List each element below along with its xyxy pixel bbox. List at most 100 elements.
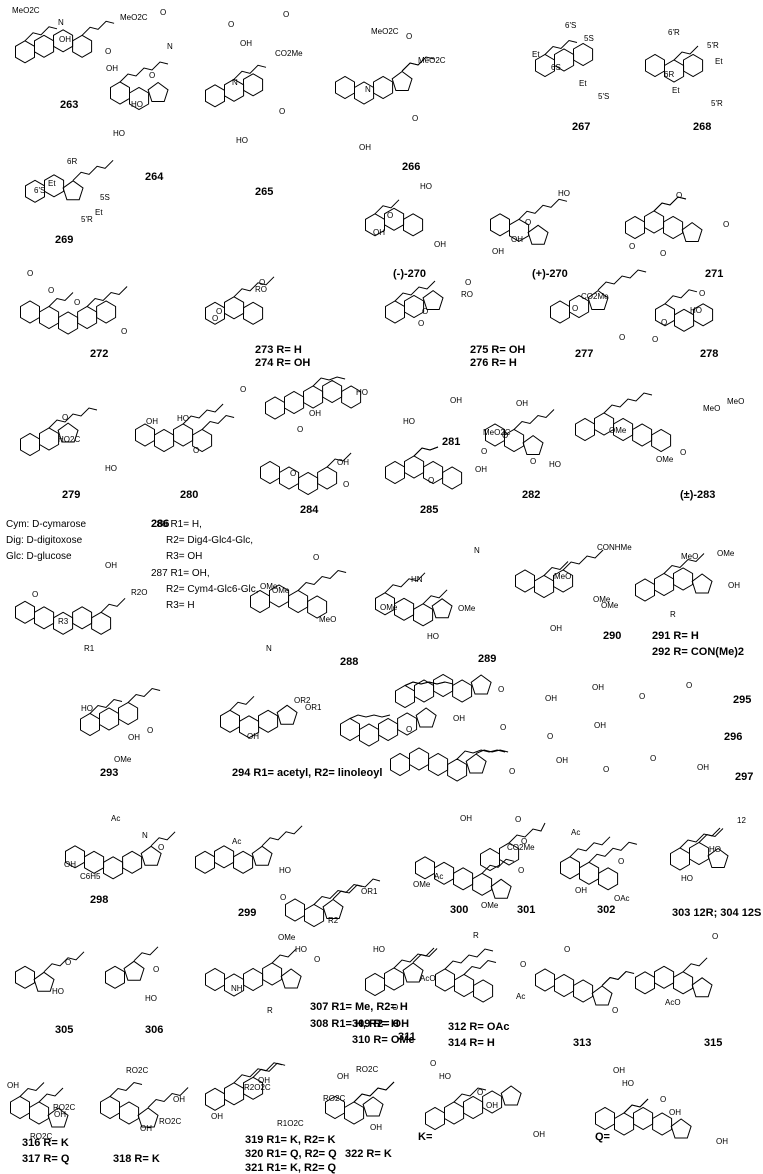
ring-c267-2: [573, 42, 594, 67]
compound-label: 277: [575, 348, 593, 360]
atom-label: 6'S: [34, 186, 45, 195]
atom-label: O: [74, 298, 80, 307]
atom-label: OMe: [260, 582, 278, 591]
ring-c280-2: [173, 423, 194, 447]
side-chain-c322-1: [353, 1081, 395, 1103]
compound-label: (+)-270: [532, 268, 568, 280]
atom-label: O: [160, 8, 166, 17]
atom-label: OH: [594, 721, 606, 730]
compound-label: 268: [693, 121, 711, 133]
structure-skeleton-c306: OHO: [105, 946, 159, 1003]
atom-label: OH: [64, 860, 76, 869]
atom-label: OH: [434, 240, 446, 249]
side-chain-cK-0: [453, 1087, 487, 1103]
side-chain-c272-0: [48, 292, 74, 307]
ring-c281-2: [303, 385, 324, 409]
side-chain-c285-1: [413, 446, 439, 457]
ring-c319-1: [224, 1082, 245, 1106]
atom-label: O: [158, 843, 164, 852]
side-chain-c313-0: [601, 970, 635, 986]
ring-c264-2: [147, 81, 169, 102]
atom-label: Et: [48, 179, 56, 188]
atom-label: OH: [669, 1108, 681, 1117]
side-chain-c264-0: [119, 61, 169, 83]
atom-label: OH: [59, 35, 71, 44]
atom-label: O: [680, 448, 686, 457]
atom-label: O: [481, 447, 487, 456]
compound-label: 306: [145, 1024, 163, 1036]
atom-label: N: [266, 644, 272, 653]
atom-label: O: [392, 1003, 398, 1012]
side-chain-c278-0: [664, 289, 698, 305]
structure-skeleton-c313: OO: [535, 945, 635, 1015]
compound-label: 299: [238, 907, 256, 919]
atom-label: O: [406, 725, 412, 734]
atom-label: MeO2C: [418, 56, 446, 65]
ring-c313-2: [573, 979, 594, 1003]
atom-label: OH: [453, 714, 465, 723]
compound-label: 285: [420, 504, 438, 516]
atom-label: O: [32, 590, 38, 599]
atom-label: O: [193, 446, 199, 455]
side-chain-c291-0: [663, 553, 705, 574]
atom-label: N: [58, 18, 64, 27]
ring-c288-3: [307, 595, 328, 619]
ring-c271-2: [663, 215, 684, 240]
ring-c265-2: [243, 73, 264, 97]
atom-label: HO: [558, 189, 570, 198]
compound-label: 321 R1= K, R2= Q: [245, 1162, 337, 1174]
ring-c277-2: [587, 289, 609, 310]
side-chain-c272-1: [86, 286, 128, 307]
atom-label: O: [639, 692, 645, 701]
ring-c315-0: [635, 971, 655, 995]
ring-c307-2: [322, 898, 344, 919]
compound-label: 303 12R; 304 12S: [672, 907, 761, 919]
atom-label: O: [515, 815, 521, 824]
structure-skeleton-c301: OOO: [480, 815, 546, 875]
atom-label: O: [280, 893, 286, 902]
ring-c273-2: [243, 301, 264, 325]
ring-c316-0: [10, 1095, 30, 1120]
ring-c281-3: [322, 379, 343, 404]
atom-label: OH: [337, 458, 349, 467]
ring-c271-3: [681, 221, 703, 242]
atom-label: O: [498, 685, 504, 694]
atom-label: OH: [516, 399, 528, 408]
ring-c284-2: [298, 471, 319, 496]
ring-c302-0: [560, 856, 580, 880]
compound-label: 263: [60, 99, 78, 111]
ring-c315-1: [654, 965, 675, 989]
ring-cQ-3: [652, 1112, 673, 1136]
atom-label: O: [65, 958, 71, 967]
ring-c280-0: [135, 423, 155, 447]
atom-label: O: [699, 289, 705, 298]
atom-label: RO2C: [356, 1065, 378, 1074]
atom-label: OH: [511, 235, 523, 244]
side-chain-cQ-1: [623, 1098, 649, 1114]
ring-c285-2: [423, 460, 444, 485]
atom-label: HO: [52, 987, 64, 996]
side-chain-c298-0: [150, 831, 176, 847]
atom-label: OH: [492, 247, 504, 256]
ring-c291-0: [635, 578, 655, 602]
ring-c313-0: [535, 968, 555, 992]
atom-label: Et: [672, 86, 680, 95]
glycoside-line-5: R2= Cym4-Glc6-Glc,: [166, 584, 259, 595]
atom-label: O: [283, 10, 289, 19]
atom-label: HO: [427, 632, 439, 641]
atom-label: OMe: [278, 933, 296, 942]
